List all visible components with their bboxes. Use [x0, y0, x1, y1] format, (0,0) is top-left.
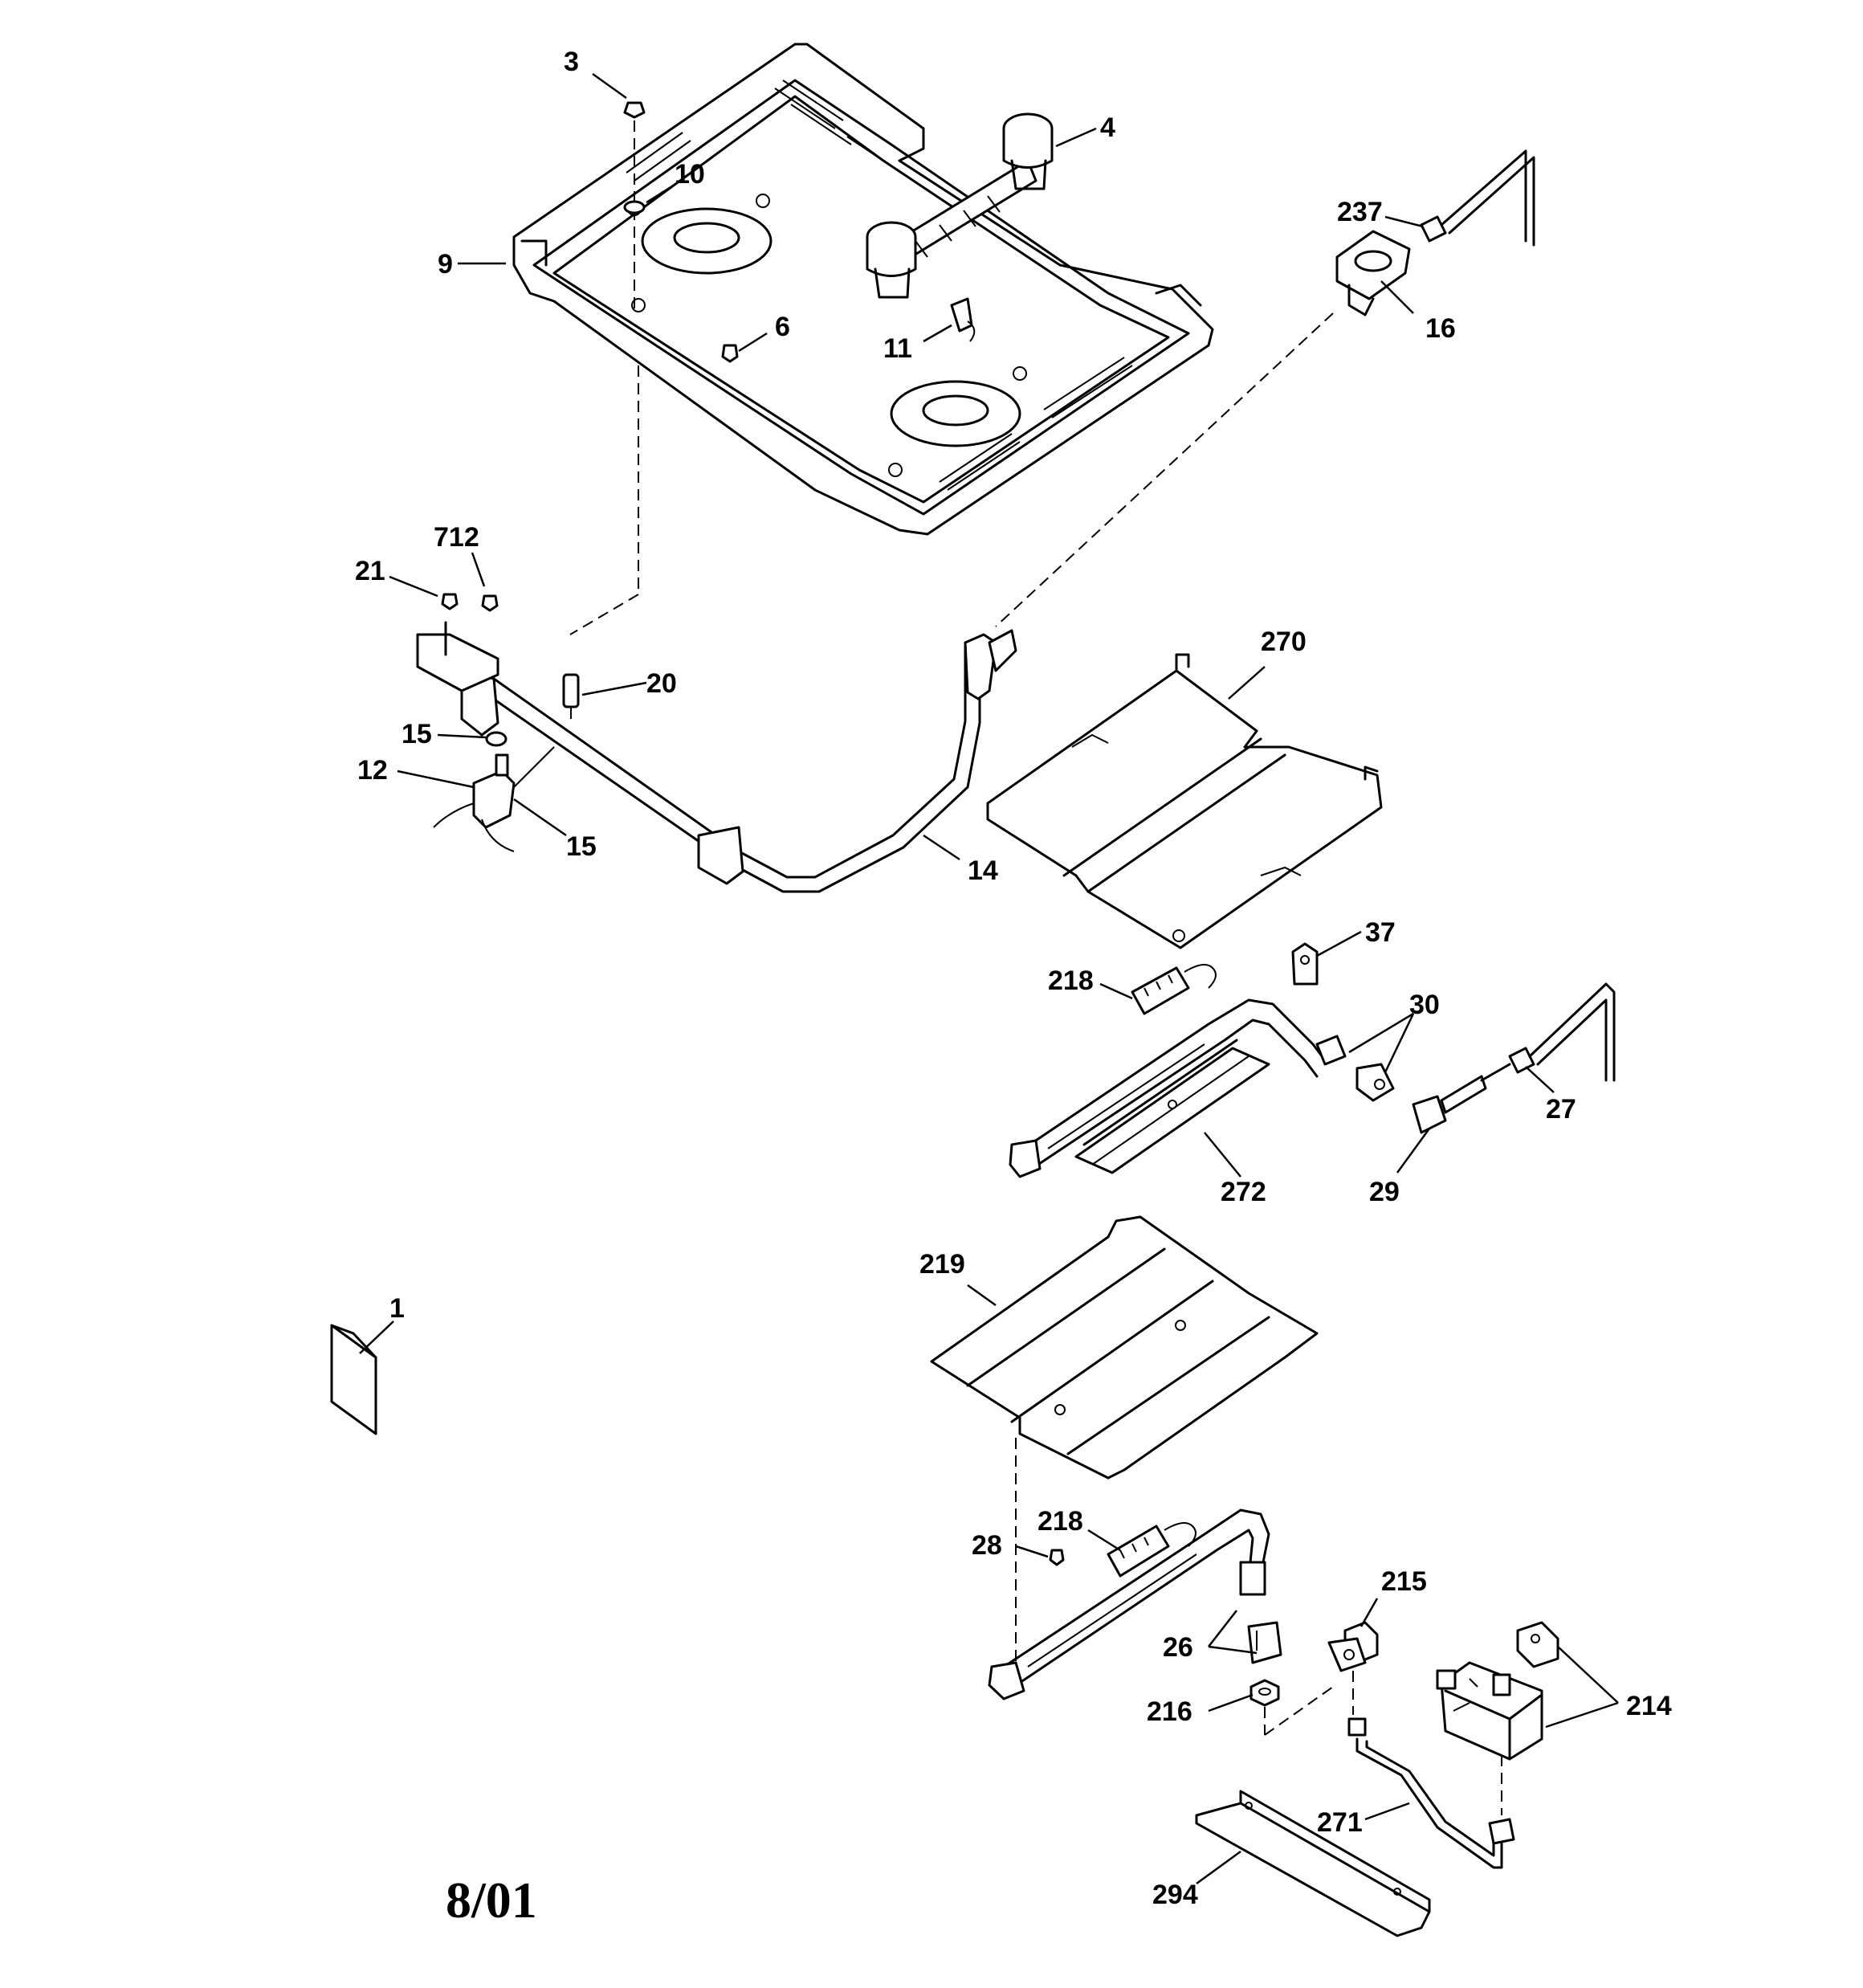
igniter-part-218-lower — [1107, 1522, 1196, 1578]
air-shutter-part-30 — [1315, 1035, 1395, 1102]
callout-29: 29 — [1369, 1177, 1400, 1207]
shield-part-270 — [986, 653, 1383, 949]
literature-part-1 — [330, 1324, 377, 1435]
switch-part-12 — [433, 746, 555, 852]
burner-box-part-9 — [512, 43, 1214, 536]
bracket-part-294 — [1195, 1790, 1431, 1937]
valve-part-214 — [1436, 1621, 1559, 1761]
callout-3: 3 — [564, 47, 579, 77]
screw-part-712 — [481, 594, 499, 612]
callout-712: 712 — [434, 522, 479, 553]
callout-214: 214 — [1626, 1691, 1672, 1721]
callout-270: 270 — [1261, 627, 1307, 657]
fitting-part-20 — [562, 673, 580, 719]
clip-part-11 — [950, 297, 976, 342]
date-stamp: 8/01 — [446, 1872, 537, 1929]
screw-part-6 — [721, 344, 739, 363]
callout-10: 10 — [675, 159, 705, 190]
callout-14: 14 — [968, 855, 998, 886]
callout-1: 1 — [389, 1293, 405, 1324]
callout-11: 11 — [883, 333, 912, 364]
callout-218a: 218 — [1048, 965, 1094, 996]
callout-215: 215 — [1381, 1566, 1427, 1597]
burner-tube-upper — [1009, 998, 1327, 1178]
orifice-part-29 — [1412, 1063, 1511, 1134]
callout-20: 20 — [646, 668, 677, 699]
callout-37: 37 — [1365, 917, 1396, 948]
shield-part-219 — [930, 1215, 1319, 1683]
tube-part-27 — [1508, 982, 1616, 1082]
air-shutter-part-26 — [1247, 1621, 1282, 1664]
callout-9: 9 — [438, 249, 453, 280]
tube-fitting-part-237 — [1420, 149, 1535, 247]
callout-16: 16 — [1425, 313, 1456, 344]
screw-part-28 — [1049, 1549, 1065, 1566]
callout-30: 30 — [1409, 990, 1440, 1020]
callout-219: 219 — [919, 1249, 965, 1280]
burner-tube-lower — [988, 1508, 1270, 1700]
callout-272: 272 — [1221, 1177, 1266, 1207]
callout-21: 21 — [355, 556, 385, 586]
callout-labels: 3 4 10 9 237 16 6 11 712 21 20 270 15 12… — [355, 47, 1672, 1910]
regulator-part-16 — [995, 230, 1411, 627]
nut-part-216 — [1249, 1679, 1334, 1736]
screw-part-21 — [441, 593, 459, 610]
callout-6: 6 — [775, 312, 790, 342]
callout-271: 271 — [1317, 1807, 1363, 1838]
callout-27: 27 — [1546, 1094, 1576, 1125]
callout-28: 28 — [972, 1530, 1002, 1561]
valve-assembly-part-4 — [866, 112, 1054, 299]
igniter-part-218-upper — [1131, 964, 1217, 1015]
callout-26: 26 — [1163, 1632, 1193, 1663]
callout-216: 216 — [1147, 1696, 1192, 1727]
callout-4: 4 — [1100, 112, 1115, 143]
callout-15b: 15 — [566, 831, 597, 862]
flame-spreader-part-272 — [1074, 1039, 1270, 1174]
callout-12: 12 — [357, 755, 388, 786]
callout-294: 294 — [1152, 1880, 1198, 1910]
callout-218b: 218 — [1037, 1506, 1083, 1537]
leader-lines — [359, 72, 1619, 1885]
callout-237: 237 — [1337, 197, 1383, 227]
tube-part-271 — [1347, 1717, 1515, 1869]
bracket-part-215 — [1327, 1621, 1379, 1715]
bracket-part-37 — [1291, 942, 1319, 986]
screw-part-3 — [623, 101, 646, 313]
washer-part-10 — [623, 200, 646, 214]
callout-15a: 15 — [402, 719, 432, 749]
nut-part-15 — [485, 731, 508, 747]
manifold-part-14 — [416, 621, 1017, 893]
